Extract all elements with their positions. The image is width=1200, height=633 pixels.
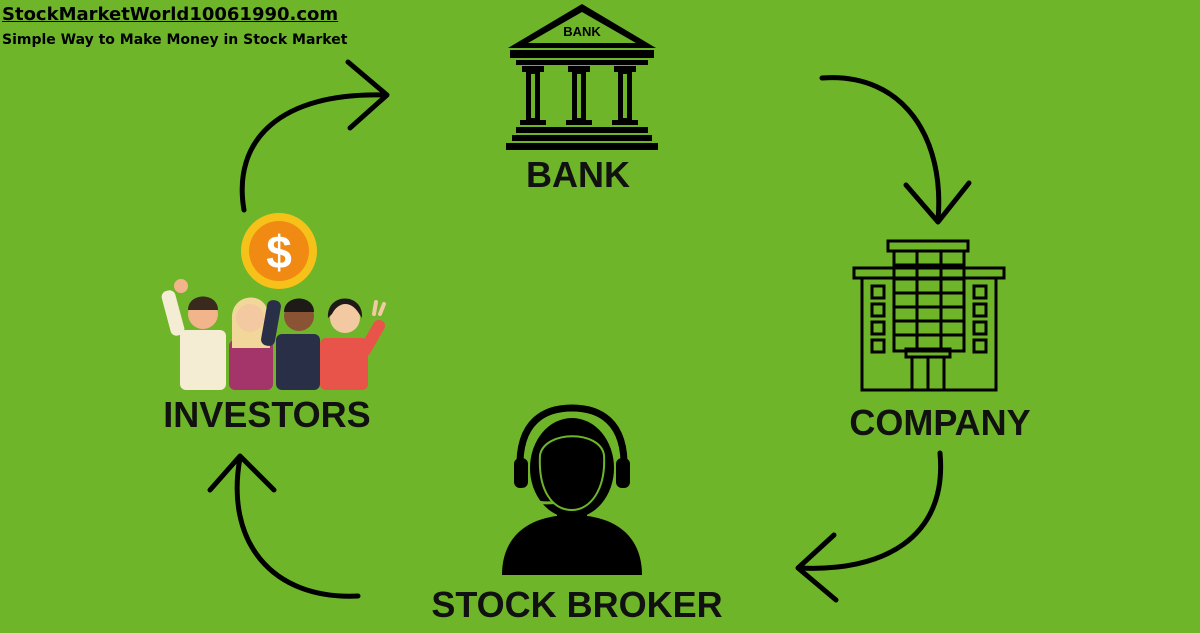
label-investors: INVESTORS — [163, 394, 371, 435]
office-building-icon — [852, 239, 1006, 392]
arrow-bank-to-company — [819, 75, 972, 225]
arrow-broker-to-investors — [207, 453, 361, 599]
bank-sign-text: BANK — [563, 24, 601, 39]
headset-operator-icon — [502, 404, 642, 575]
coin-icon: $ — [241, 213, 317, 289]
arrow-investors-to-bank — [239, 59, 390, 213]
bank-building-icon: BANK — [506, 4, 658, 150]
label-company: COMPANY — [849, 402, 1031, 443]
label-stock-broker: STOCK BROKER — [431, 584, 723, 625]
investors-group-icon: $ — [161, 213, 386, 390]
coin-symbol: $ — [266, 226, 292, 278]
label-bank: BANK — [526, 154, 630, 195]
arrow-company-to-broker — [795, 450, 944, 603]
site-title[interactable]: StockMarketWorld10061990.com — [2, 4, 339, 25]
tagline: Simple Way to Make Money in Stock Market — [2, 32, 348, 48]
